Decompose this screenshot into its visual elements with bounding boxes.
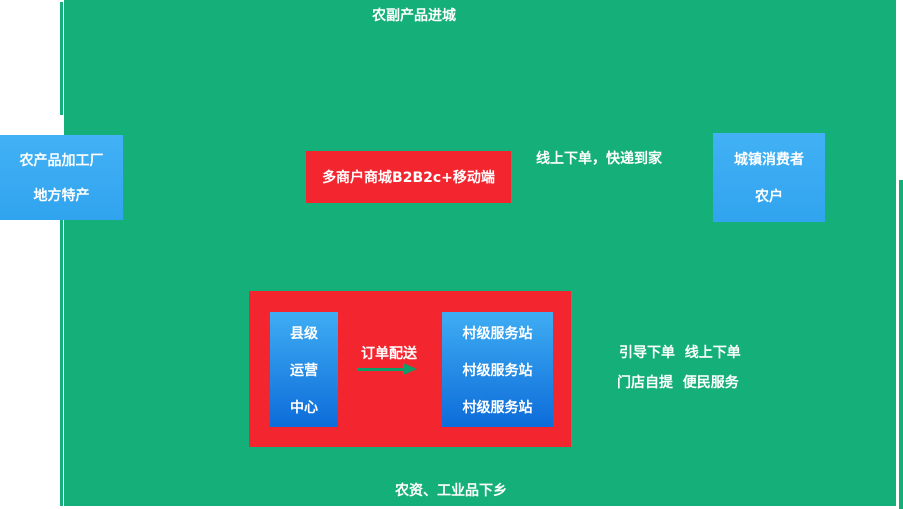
county-line3: 中心 (290, 399, 318, 416)
flow-label-goods-to-country: 农资、工业品下乡 (395, 483, 507, 499)
supplier-line2: 地方特产 (33, 188, 90, 204)
right-back-panel (899, 180, 903, 509)
distribution-panel: 县级 运营 中心 订单配送 村级服务站 村级服务站 村级服务站 (249, 291, 571, 447)
village-station: 村级服务站 (462, 399, 533, 416)
mall-box: 多商户商城B2B2c+移动端 (306, 151, 511, 203)
left-accent-line-bottom (60, 220, 63, 506)
order-delivery-label: 订单配送 (361, 346, 417, 362)
county-line1: 县级 (290, 325, 318, 342)
consumer-line1: 城镇消费者 (734, 152, 804, 168)
consumer-box: 城镇消费者 农户 (713, 133, 825, 222)
left-accent-line-top (60, 2, 63, 115)
consumer-line2: 农户 (755, 189, 783, 205)
online-order-annotation: 线上下单，快递到家 (536, 151, 662, 167)
flow-label-products-to-city: 农副产品进城 (372, 8, 456, 24)
supplier-box: 农产品加工厂 地方特产 (0, 135, 123, 220)
arrow-right-icon (357, 368, 404, 371)
guide-annotation-line2: 门店自提 便民服务 (617, 375, 739, 391)
arrow-right-head-icon (403, 363, 417, 375)
supplier-line1: 农产品加工厂 (19, 153, 104, 169)
village-station: 村级服务站 (462, 362, 533, 379)
village-station: 村级服务站 (462, 325, 533, 342)
county-center-box: 县级 运营 中心 (270, 312, 338, 427)
mall-label: 多商户商城B2B2c+移动端 (322, 170, 495, 186)
village-stations-box: 村级服务站 村级服务站 村级服务站 (442, 312, 553, 427)
county-line2: 运营 (290, 362, 318, 379)
guide-annotation-line1: 引导下单 线上下单 (619, 345, 741, 361)
